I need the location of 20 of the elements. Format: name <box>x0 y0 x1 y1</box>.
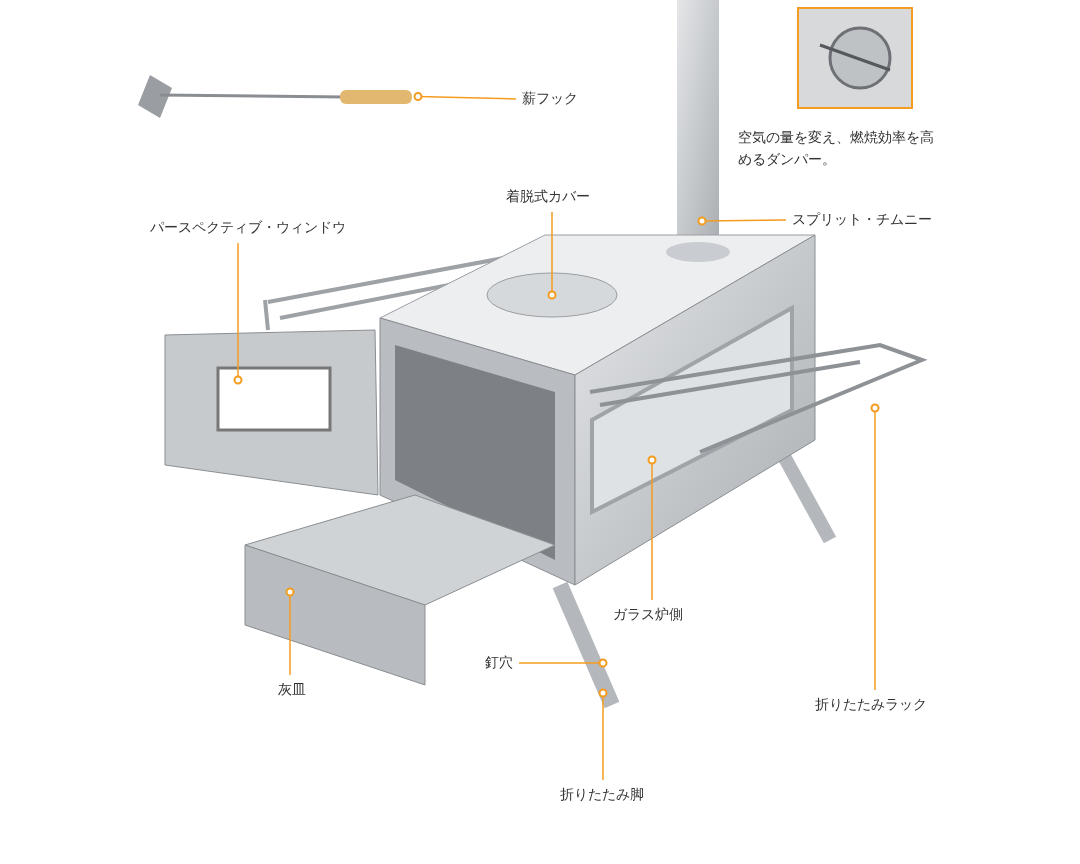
callout-label: スプリット・チムニー <box>792 211 932 227</box>
leader-line <box>598 688 608 781</box>
leader-line <box>518 658 608 668</box>
callout-label: 折りたたみラック <box>815 696 927 712</box>
leader-line <box>547 211 557 300</box>
caption-text: 空気の量を変え、燃焼効率を高めるダンパー。 <box>738 128 935 170</box>
leader-line <box>697 216 787 226</box>
log-hook-drawing <box>138 75 412 118</box>
callout-label: ガラス炉側 <box>613 606 683 622</box>
leader-line <box>285 587 295 676</box>
callout-label: 薪フック <box>522 90 578 106</box>
leader-line <box>870 403 880 691</box>
callout-label: 着脱式カバー <box>506 188 590 204</box>
leader-line <box>233 242 243 385</box>
callout-label: 釘穴 <box>485 654 513 670</box>
leader-line <box>647 455 657 601</box>
leader-line <box>413 92 517 101</box>
callout-label: 折りたたみ脚 <box>560 786 644 802</box>
callout-label: 灰皿 <box>278 681 306 697</box>
callout-label: パースペクティブ・ウィンドウ <box>150 219 346 235</box>
